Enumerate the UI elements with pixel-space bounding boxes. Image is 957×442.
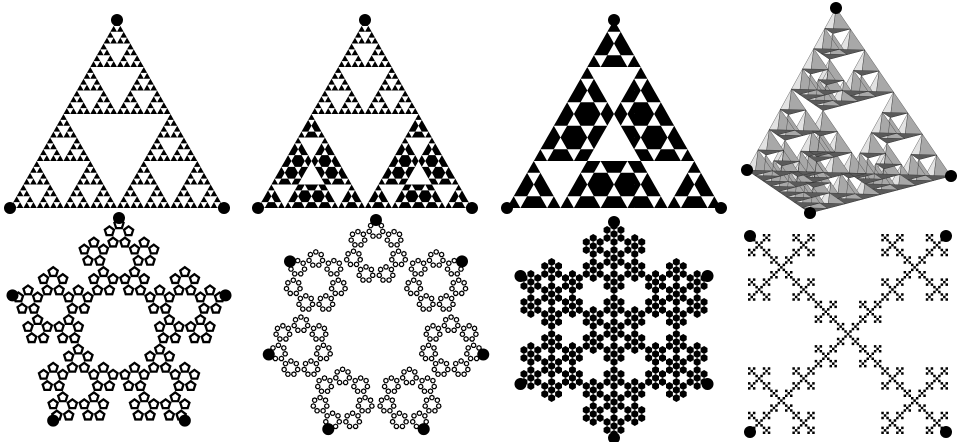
vertex-marker [608,216,620,228]
vertex-marker [744,230,756,242]
vertex-marker [263,348,275,360]
vertex-marker [111,14,123,26]
vertex-marker [466,202,478,214]
vertex-marker [252,202,264,214]
vertex-marker [945,170,957,182]
vertex-marker [702,270,714,282]
vertex-marker [477,348,489,360]
vertex-marker [322,423,334,435]
vertex-marker [741,164,753,176]
vertex-marker [284,255,296,267]
vertex-marker [702,378,714,390]
vertex-marker [179,415,191,427]
vertex-marker [744,426,756,438]
vertex-marker [359,14,371,26]
vertex-marker [456,255,468,267]
vertex-marker [940,230,952,242]
vertex-marker [418,423,430,435]
vertex-marker [47,415,59,427]
vertex-marker [608,14,620,26]
vertex-marker [4,202,16,214]
vertex-marker [830,2,842,14]
vertex-marker [218,202,230,214]
vertex-marker [514,378,526,390]
vertex-marker [715,202,727,214]
vertex-marker [501,202,513,214]
vertex-marker [940,426,952,438]
vertex-marker [220,289,232,301]
vertex-marker [6,289,18,301]
vertex-marker [370,214,382,226]
vertex-marker [804,207,816,219]
vertex-marker [113,212,125,224]
vertex-marker [514,270,526,282]
